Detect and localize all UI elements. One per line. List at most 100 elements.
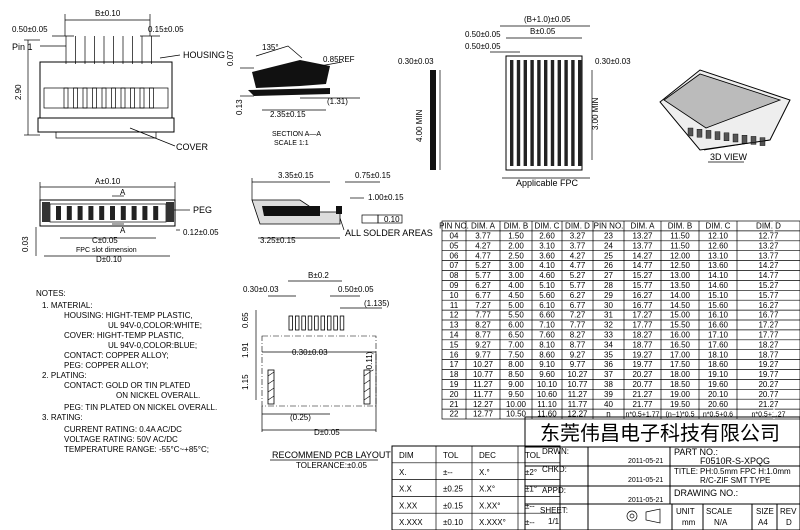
pin-table-cell: 19.00	[670, 390, 691, 399]
pin-table-cell: 5.27	[475, 261, 491, 270]
front-housing: HOUSING	[183, 50, 225, 60]
pin-table-cell: 17.27	[758, 321, 779, 330]
pcb-c11: (0.11)	[365, 351, 374, 372]
scale-val: N/A	[714, 518, 728, 527]
pin-table-cell: 04	[450, 232, 459, 241]
pin-table-cell: 7.27	[570, 311, 586, 320]
pin-table-cell: 10.50	[506, 410, 527, 419]
pin-table-cell: 7.77	[570, 321, 586, 330]
front-view: B±0.10 0.50±0.05 0.15±0.05 Pin 1 HOUSING…	[12, 9, 225, 152]
unit-val: mm	[682, 518, 696, 527]
pin-table-header: PIN NO.	[439, 222, 469, 231]
note-line: 1. MATERIAL:	[42, 301, 93, 310]
drwn-date: 2011-05-21	[628, 458, 663, 465]
pin-table-cell: 3.27	[570, 232, 586, 241]
pin-table-cell: 37	[604, 370, 613, 379]
front-dim-lines	[24, 14, 181, 147]
pin-table-cell: 14.27	[632, 251, 653, 260]
pin-table-cell: 14.60	[708, 281, 729, 290]
title-block: 东莞伟昌电子科技有限公司 DRWN: 2011-05-21 CHKD: 2011…	[524, 416, 800, 530]
front-b-dim: B±0.10	[95, 9, 121, 18]
view3d-label: 3D VIEW	[710, 152, 748, 162]
pin-table-cell: 10.77	[473, 370, 494, 379]
note-line: CURRENT RATING: 0.4A AC/DC	[64, 425, 182, 434]
chkd-date: 2011-05-21	[628, 477, 663, 484]
pin-table-cell: 15.10	[708, 291, 729, 300]
pin-table-cell: 20.27	[758, 380, 779, 389]
pin-table-cell: 21	[450, 400, 459, 409]
pin-table-cell: 5.77	[570, 281, 586, 290]
pin-table-cell: 25	[604, 251, 613, 260]
pin-table-cell: 5.77	[475, 271, 491, 280]
pin-table-cell: 16.00	[670, 331, 691, 340]
pin-table-cell: 11.77	[568, 400, 588, 409]
pin-table-cell: 15.60	[708, 301, 729, 310]
pcb-h2: 1.91	[241, 342, 250, 358]
side-w1: 3.35±0.15	[278, 171, 314, 180]
pin-table-cell: 24	[604, 241, 613, 250]
title-2: R/C-ZIF SMT TYPE	[700, 476, 770, 485]
pin-table-cell: 13.77	[758, 251, 779, 260]
pin-table-cell: 6.27	[475, 281, 491, 290]
side-flat: 0.10	[384, 215, 400, 224]
section-shape	[240, 45, 360, 111]
pin-table-cell: 13.00	[670, 271, 691, 280]
pin-table-cell: 14.77	[632, 261, 653, 270]
pin-table-cell: 12.60	[708, 241, 729, 250]
pin-table-cell: 26	[604, 261, 613, 270]
pin-table-cell: 09	[450, 281, 459, 290]
pin-table-cell: 19.77	[758, 370, 779, 379]
pin-table-cell: 9.27	[570, 350, 586, 359]
pin-table-cell: 11.10	[537, 400, 557, 409]
tol-table-cell: ±1°	[525, 485, 537, 494]
pin-table-cell: 12.77	[473, 410, 494, 419]
pin-table-cell: 2.50	[508, 251, 524, 260]
pin-table-cell: 14.10	[708, 271, 729, 280]
tol-table-header: DIM	[399, 451, 414, 460]
top-peg-dim: 0.12±0.05	[183, 228, 219, 237]
tol-table-header: TOL	[525, 451, 541, 460]
pin-table-cell: 28	[604, 281, 613, 290]
pin-table-cell: 18.27	[632, 331, 653, 340]
tol-table-cell: X.XXX	[399, 518, 423, 527]
pin-table-cell: 33	[604, 331, 613, 340]
pin-table-cell: 5.27	[570, 271, 586, 280]
pin-table-cell: 9.60	[539, 370, 555, 379]
pin-table-cell: 17.60	[708, 340, 729, 349]
projection-symbol-icon	[626, 508, 661, 524]
note-line: COVER: HIGHT-TEMP PLASTIC,	[64, 331, 184, 340]
fpc-pitch: 0.50±0.05	[465, 30, 501, 39]
pcb-p1: 0.30±0.03	[243, 285, 279, 294]
scale-label: SCALE	[706, 507, 732, 516]
pin-table-cell: 38	[604, 380, 613, 389]
pin-table-cell: 13.10	[708, 251, 729, 260]
pin-table-cell: 18.60	[708, 360, 729, 369]
pin-table-cell: 8.77	[570, 340, 586, 349]
pin-table-cell: 21.77	[632, 400, 653, 409]
pin-table-cell: 11.50	[670, 241, 690, 250]
pin-table-cell: 17.77	[758, 331, 779, 340]
pin-table-cell: 6.77	[570, 301, 586, 310]
pin-table-cell: 29	[604, 291, 613, 300]
pin-table-cell: 12.27	[473, 400, 494, 409]
pcb-title: RECOMMEND PCB LAYOUT	[272, 450, 391, 460]
pcb-h3: 1.15	[241, 374, 250, 390]
pin-table-cell: 12.77	[758, 232, 779, 241]
front-lead-w: 0.15±0.05	[148, 25, 184, 34]
pcb-p2: 0.50±0.05	[338, 285, 374, 294]
pin-table-cell: 4.27	[570, 251, 586, 260]
appd-date: 2011-05-21	[628, 497, 663, 504]
front-pitch: 0.50±0.05	[12, 25, 48, 34]
pin-table-cell: 39	[604, 390, 613, 399]
pin-table-cell: 22	[450, 410, 459, 419]
top-peg: PEG	[193, 205, 212, 215]
pin-table-cell: 4.50	[508, 291, 524, 300]
pin-table-cell: 10.10	[537, 380, 558, 389]
pin-table-cell: 36	[604, 360, 613, 369]
pin-table-cell: 05	[450, 241, 459, 250]
pin-table-cell: 3.60	[539, 251, 555, 260]
side-w4: 3.25±0.15	[260, 236, 296, 245]
pin-table-cell: 15.77	[758, 291, 779, 300]
